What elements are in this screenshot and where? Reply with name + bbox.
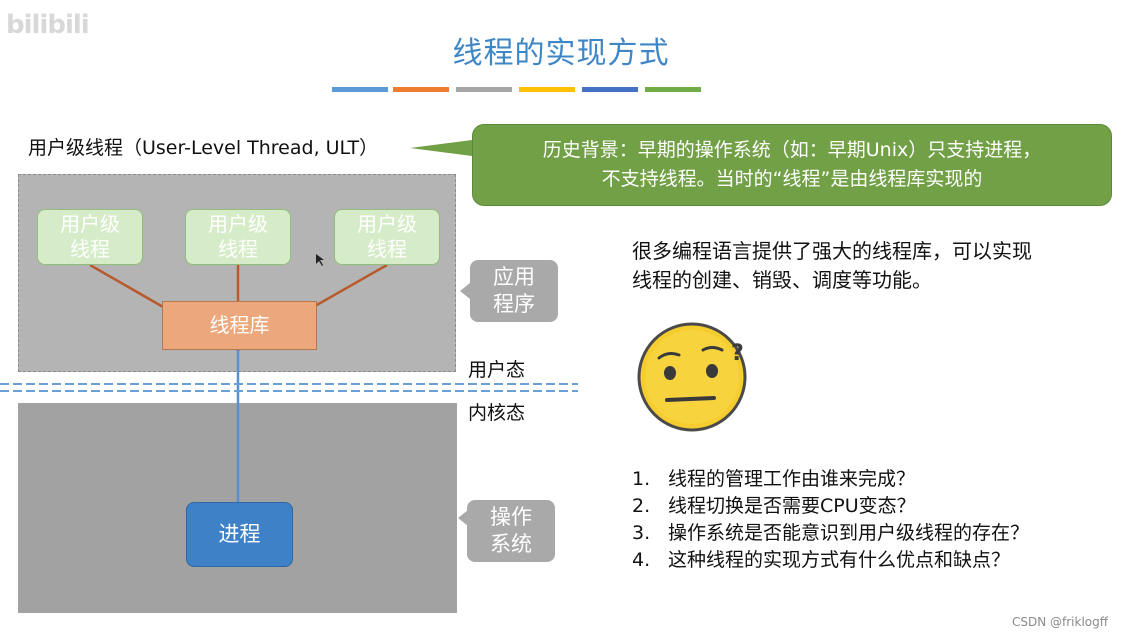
mouse-cursor-icon <box>316 254 324 266</box>
title-underline-bar <box>645 87 701 92</box>
question-text: 操作系统是否能意识到用户级线程的存在？ <box>668 522 1030 544</box>
history-callout: 历史背景：早期的操作系统（如：早期Unix）只支持进程， 不支持线程。当时的“线… <box>472 124 1112 206</box>
kernel-mode-label: 内核态 <box>468 402 526 424</box>
csdn-credit: CSDN @friklogff <box>1011 615 1108 629</box>
user-mode-label: 用户态 <box>468 359 526 381</box>
question-text: 线程切换是否需要CPU变态？ <box>668 495 916 517</box>
user-thread-label: 用户级 <box>60 212 120 236</box>
application-label: 应用 <box>493 265 535 289</box>
history-callout-line1: 历史背景：早期的操作系统（如：早期Unix）只支持进程， <box>542 139 1042 161</box>
question-number: 3. <box>632 522 651 544</box>
title-underline-bar <box>332 87 388 92</box>
user-thread-label: 线程 <box>367 237 407 261</box>
library-description-line: 很多编程语言提供了强大的线程库，可以实现 <box>632 239 1032 263</box>
question-item: 1. 线程的管理工作由谁来完成？ <box>632 466 1029 493</box>
title-underline-bar <box>582 87 638 92</box>
question-text: 这种线程的实现方式有什么优点和缺点？ <box>668 549 1011 571</box>
history-callout-line2: 不支持线程。当时的“线程”是由线程库实现的 <box>601 168 983 190</box>
user-thread-box: 用户级 线程 <box>37 209 143 265</box>
question-item: 2. 线程切换是否需要CPU变态？ <box>632 493 1029 520</box>
process-box: 进程 <box>186 502 293 567</box>
slide-title: 线程的实现方式 <box>452 36 670 71</box>
ult-heading: 用户级线程（User-Level Thread, ULT） <box>28 137 379 159</box>
question-text: 线程的管理工作由谁来完成？ <box>668 468 916 490</box>
title-underline-bar <box>456 87 512 92</box>
operating-system-label: 操作 <box>490 505 532 529</box>
user-thread-box: 用户级 线程 <box>185 209 291 265</box>
user-thread-label: 用户级 <box>208 212 268 236</box>
operating-system-label: 系统 <box>490 532 532 556</box>
application-label: 程序 <box>493 292 535 316</box>
operating-system-box: 操作 系统 <box>467 500 555 562</box>
bilibili-watermark: bilibili <box>6 10 90 40</box>
app-box-pointer <box>460 283 470 299</box>
callout-pointer <box>410 140 472 156</box>
library-description: 很多编程语言提供了强大的线程库，可以实现 线程的创建、销毁、调度等功能。 <box>632 237 1112 295</box>
user-thread-box: 用户级 线程 <box>334 209 440 265</box>
user-thread-label: 线程 <box>70 237 110 261</box>
os-box-pointer <box>458 510 468 526</box>
question-item: 4. 这种线程的实现方式有什么优点和缺点？ <box>632 547 1029 574</box>
user-thread-label: 用户级 <box>357 212 417 236</box>
application-box: 应用 程序 <box>470 260 558 322</box>
question-number: 4. <box>632 549 651 571</box>
title-underline-bar <box>519 87 575 92</box>
svg-text:?: ? <box>731 341 744 366</box>
question-item: 3. 操作系统是否能意识到用户级线程的存在？ <box>632 520 1029 547</box>
question-number: 1. <box>632 468 651 490</box>
question-list: 1. 线程的管理工作由谁来完成？ 2. 线程切换是否需要CPU变态？ 3. 操作… <box>632 466 1029 574</box>
title-underline-bar <box>393 87 449 92</box>
user-thread-label: 线程 <box>218 237 258 261</box>
thread-library-box: 线程库 <box>162 301 317 350</box>
question-number: 2. <box>632 495 651 517</box>
library-description-line: 线程的创建、销毁、调度等功能。 <box>632 268 932 292</box>
